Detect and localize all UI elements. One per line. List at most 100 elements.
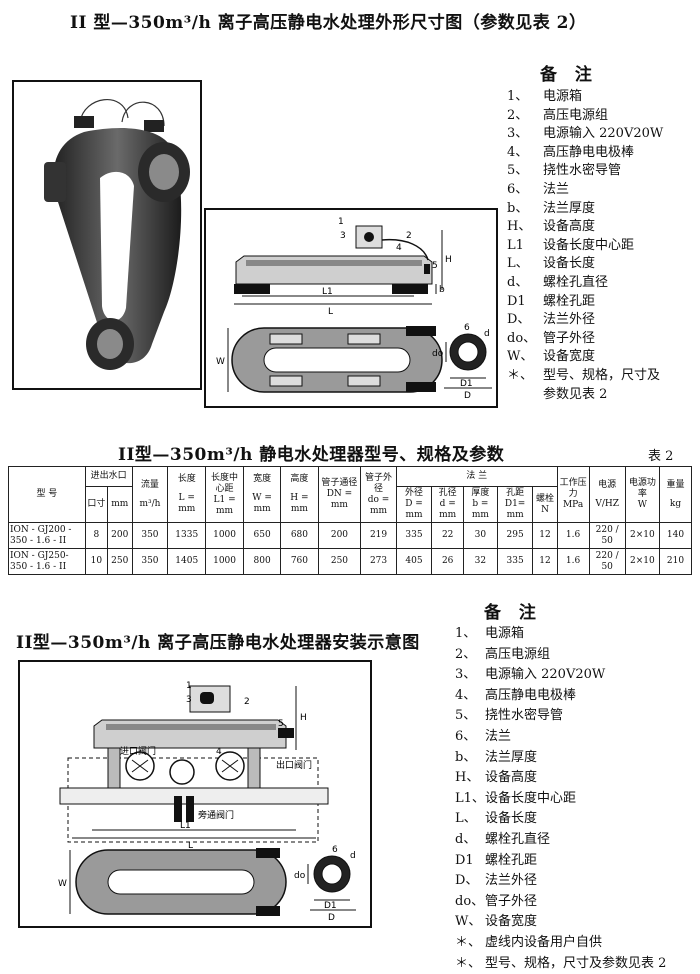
- drawing2-label-1: 1: [186, 681, 192, 691]
- drawing1-label-4: 4: [396, 243, 402, 253]
- cell: 1405: [168, 549, 206, 575]
- th-width-label: 宽度: [245, 474, 279, 485]
- th-pipe-od-label: 管子外径: [362, 473, 394, 495]
- note-key: 4、: [455, 686, 485, 707]
- th-bolt-unit: N: [534, 505, 555, 516]
- cell: 335: [396, 523, 431, 549]
- note-key: do、: [455, 892, 485, 913]
- note-item: ＊、型号、规格，尺寸及参数见表 2: [455, 954, 666, 974]
- note-key: 5、: [507, 162, 543, 181]
- th-power-label: 电源功率: [627, 478, 658, 500]
- drawing2-label-6: 6: [332, 845, 338, 855]
- note-key: b、: [455, 748, 485, 769]
- cell: 800: [243, 549, 280, 575]
- th-pressure-label: 工作压力: [559, 478, 588, 500]
- note-text: 设备高度: [485, 768, 537, 789]
- note-item: 6、法兰: [455, 727, 666, 748]
- note-item: 2、高压电源组: [455, 645, 666, 666]
- cell: 210: [660, 549, 692, 575]
- install-drawing-svg: 1 3 2 4 5 H 进口阀门 出口阀门 旁通阀门 L1 L W 6 d do…: [20, 662, 370, 926]
- note-key: d、: [507, 274, 543, 293]
- drawing1-label-d: d: [484, 329, 490, 339]
- table-label: 表 2: [648, 445, 673, 464]
- note-text: 电源输入 220V20W: [543, 125, 663, 144]
- note-item: 4、高压静电电极棒: [455, 686, 666, 707]
- note-key: 1、: [455, 624, 485, 645]
- note-text: 法兰外径: [485, 871, 537, 892]
- cell: 32: [464, 549, 498, 575]
- cell: 350: [132, 523, 168, 549]
- th-thickness-unit: b = mm: [465, 499, 496, 521]
- drawing1-label-D: D: [464, 391, 471, 401]
- note-key: D、: [507, 311, 543, 330]
- note-key: 6、: [455, 727, 485, 748]
- device-photo-illustration: [14, 82, 200, 388]
- note-key: H、: [455, 768, 485, 789]
- th-power-unit: W: [627, 500, 658, 511]
- note-key: ＊、: [455, 933, 485, 954]
- note-text: 法兰: [485, 727, 511, 748]
- note-text: 设备长度: [485, 809, 537, 830]
- cell: 1335: [168, 523, 206, 549]
- note-item: D、法兰外径: [455, 871, 666, 892]
- note-text: 虚线内设备用户自供: [485, 933, 602, 954]
- note-key: 1、: [507, 88, 543, 107]
- note-text: 设备宽度: [485, 912, 537, 933]
- dimension-drawing: 1 3 2 4 5 H b L1 L W 6 d do D1 D: [204, 208, 498, 408]
- th-pipe-od-unit: do = mm: [362, 495, 394, 517]
- note-item: do、管子外径: [455, 892, 666, 913]
- th-bolt-label: 螺栓: [534, 494, 555, 505]
- note-key: 5、: [455, 706, 485, 727]
- note-key: b、: [507, 200, 543, 219]
- note-item: do、管子外径: [507, 330, 663, 349]
- note-key: L1、: [455, 789, 485, 810]
- th-thickness-label: 厚度: [465, 488, 496, 499]
- note-key: D、: [455, 871, 485, 892]
- dimension-drawing-svg: 1 3 2 4 5 H b L1 L W 6 d do D1 D: [206, 210, 496, 406]
- cell: 760: [281, 549, 318, 575]
- cell: 250: [318, 549, 361, 575]
- note-key: ＊、: [507, 367, 543, 386]
- note-text: 设备高度: [543, 218, 595, 237]
- note-key: D1: [455, 851, 485, 872]
- cell: 12: [533, 549, 557, 575]
- note-item: 4、高压静电电极棒: [507, 144, 663, 163]
- drawing2-label-W: W: [58, 879, 67, 889]
- note-item: b、法兰厚度: [455, 748, 666, 769]
- note-text: 螺栓孔距: [543, 293, 595, 312]
- notes-title-1: 备 注: [540, 60, 598, 85]
- th-model: 型 号: [9, 467, 86, 523]
- note-text: 挠性水密导管: [485, 706, 563, 727]
- cell: 8: [85, 523, 107, 549]
- drawing1-label-b: b: [439, 285, 445, 295]
- drawing1-label-L1: L1: [322, 287, 333, 297]
- note-key: d、: [455, 830, 485, 851]
- cell: 10: [85, 549, 107, 575]
- cell: 2×10: [625, 523, 659, 549]
- drawing2-label-L1: L1: [180, 821, 191, 831]
- note-text: 设备长度: [543, 255, 595, 274]
- drawing1-label-3: 3: [340, 231, 346, 241]
- note-item: 3、电源输入 220V20W: [507, 125, 663, 144]
- th-pipe-dn-label: 管子通径: [320, 478, 360, 489]
- drawing2-label-inlet-valve: 进口阀门: [120, 745, 156, 757]
- note-text: 型号、规格，尺寸及参数见表 2: [485, 954, 666, 974]
- th-center-distance-unit: L1 = mm: [207, 495, 242, 517]
- drawing1-label-do: do: [432, 349, 444, 359]
- th-hole-label: 孔径: [433, 488, 462, 499]
- device-photo: [12, 80, 202, 390]
- drawing1-label-2: 2: [406, 231, 412, 241]
- th-flange: 法 兰: [396, 467, 557, 487]
- note-text: 螺栓孔距: [485, 851, 537, 872]
- cell: 26: [432, 549, 464, 575]
- cell: 273: [361, 549, 396, 575]
